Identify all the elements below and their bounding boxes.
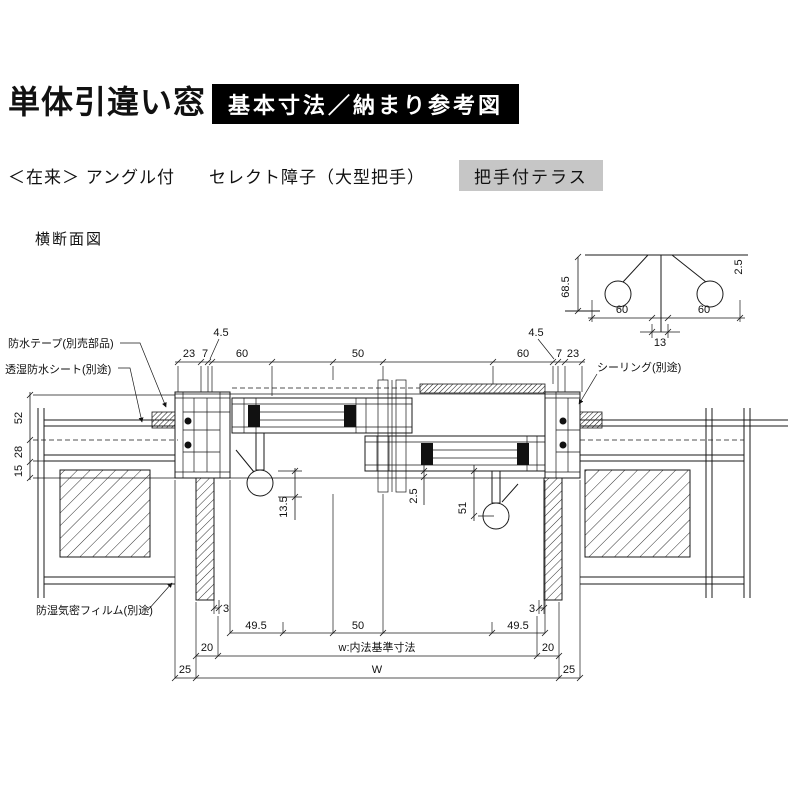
dim-bottom-3-right: 3 — [529, 603, 535, 615]
handle-section-left — [604, 280, 632, 308]
glazing-gasket — [421, 443, 433, 465]
callouts: 防水テープ(別売部品) 透湿防水シート(別途) シーリング(別途) 防湿気密フィ… — [5, 336, 681, 617]
dim-bottom-25-left: 25 — [179, 664, 191, 676]
dim-top-60-right: 60 — [517, 348, 529, 360]
wood-post-right — [584, 469, 691, 558]
page-title-banner: 基本寸法／納まり参考図 — [212, 84, 520, 124]
dim-detail-2-5: 2.5 — [733, 259, 745, 274]
dim-top-23-right: 23 — [567, 348, 579, 360]
dimensions-left: 52 28 15 — [13, 391, 178, 482]
wood-post-left — [59, 469, 151, 558]
dim-bottom-W: W — [372, 664, 383, 676]
dim-detail-13: 13 — [654, 337, 666, 349]
dim-bottom-25-right: 25 — [563, 664, 575, 676]
dim-detail-60-right: 60 — [698, 304, 710, 316]
gasket-dot — [184, 441, 192, 449]
jamb-right — [544, 391, 581, 479]
handle-detail-view: 68.5 60 60 13 2.5 — [560, 253, 748, 349]
dim-bottom-20-left: 20 — [201, 642, 213, 654]
page-title: 単体引違い窓 — [8, 84, 207, 120]
handle-section-right — [696, 280, 724, 308]
dim-left-52: 52 — [13, 412, 25, 424]
callout-waterproof-tape: 防水テープ(別売部品) — [8, 336, 114, 350]
variant-badge: 把手付テラス — [459, 160, 603, 191]
dim-bottom-50: 50 — [352, 620, 364, 632]
dimensions-bottom: 3 3 49.5 50 49.5 20 w:内法基準寸法 20 25 W 25 — [171, 480, 584, 682]
dim-inner-2-5: 2.5 — [408, 488, 420, 503]
dim-bottom-w-standard: w:内法基準寸法 — [338, 640, 416, 654]
page-header: 単体引違い窓 基本寸法／納まり参考図 — [8, 84, 520, 124]
glazing-gasket — [517, 443, 529, 465]
dim-top-50: 50 — [352, 348, 364, 360]
spec-subtitle: ＜在来＞ アングル付 セレクト障子（大型把手） 把手付テラス — [8, 160, 603, 191]
gasket-dot — [184, 417, 192, 425]
sash-outer — [231, 397, 413, 434]
dim-left-15: 15 — [13, 465, 25, 477]
handle-left — [246, 469, 274, 497]
wall-section-right — [580, 408, 788, 598]
dim-top-4-5-right: 4.5 — [528, 327, 543, 339]
callout-breathable-sheet: 透湿防水シート(別途) — [5, 362, 111, 376]
glazing-gasket — [344, 405, 356, 427]
dim-detail-60-left: 60 — [616, 304, 628, 316]
construction-type-label: ＜在来＞ アングル付 — [8, 168, 176, 187]
callout-sealing: シーリング(別途) — [597, 360, 681, 374]
dim-inner-51: 51 — [457, 502, 469, 514]
dim-top-23-left: 23 — [183, 348, 195, 360]
screen-section — [419, 383, 546, 394]
window-frame — [151, 383, 603, 601]
casing-left — [195, 477, 215, 601]
dimensions-inner: 13.5 2.5 51 — [278, 460, 494, 521]
dim-left-28: 28 — [13, 446, 25, 458]
section-view-label: 横断面図 — [35, 231, 104, 248]
dim-bottom-49-5-right: 49.5 — [507, 620, 528, 632]
glazing-gasket — [248, 405, 260, 427]
sash-inner — [364, 435, 546, 472]
wall-section-left — [37, 408, 175, 598]
gasket-dot — [559, 417, 567, 425]
dim-bottom-20-right: 20 — [542, 642, 554, 654]
dim-top-60-left: 60 — [236, 348, 248, 360]
dim-top-4-5-left: 4.5 — [213, 327, 228, 339]
sealing-section — [579, 411, 603, 429]
dim-bottom-49-5-left: 49.5 — [245, 620, 266, 632]
casing-right — [543, 477, 563, 601]
dim-top-7-right: 7 — [556, 348, 562, 360]
dim-bottom-3-left: 3 — [223, 603, 229, 615]
waterproof-tape-section — [151, 411, 176, 429]
dim-inner-13-5: 13.5 — [278, 496, 290, 517]
callout-moisture-film: 防湿気密フィルム(別途) — [36, 603, 153, 617]
shoji-type-label: セレクト障子（大型把手） — [209, 168, 426, 187]
dim-detail-68-5: 68.5 — [560, 276, 572, 297]
dim-top-7-left: 7 — [202, 348, 208, 360]
handles — [235, 433, 519, 530]
gasket-dot — [559, 441, 567, 449]
dimensions-top: 23 7 4.5 60 50 60 4.5 7 23 — [174, 327, 586, 396]
